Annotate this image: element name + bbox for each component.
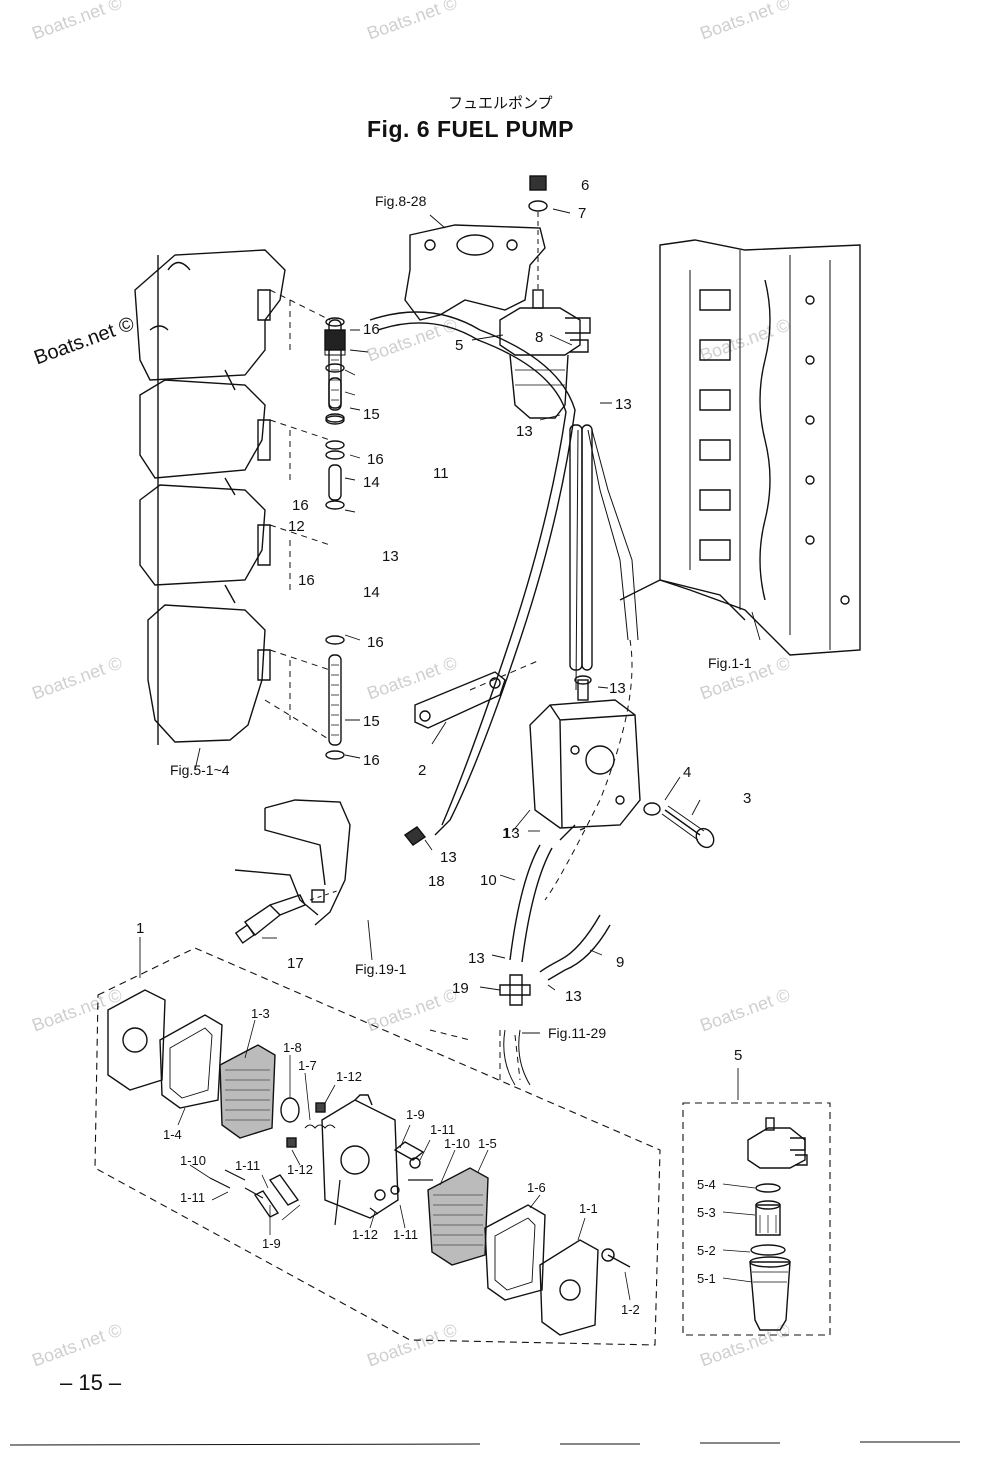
- bracket-drawing: [404, 224, 546, 321]
- filter-inset-parts: [747, 1117, 808, 1331]
- pump-bracket-drawing: [414, 671, 506, 729]
- part-1-11: 1-11: [430, 1122, 455, 1137]
- callout-13: 13: [609, 680, 626, 697]
- part-1-11: 1-11: [235, 1158, 260, 1173]
- callout-17: 17: [287, 955, 304, 972]
- bolt-drawing: [643, 802, 715, 849]
- callout-16: 16: [298, 572, 315, 589]
- callout-13: 13: [382, 548, 399, 565]
- part-5-2: 5-2: [697, 1243, 716, 1258]
- callout-5: 5: [455, 337, 463, 354]
- callout-16: 16: [363, 321, 380, 338]
- fuel-pump-drawing: [529, 675, 641, 841]
- ref-fig19-1: Fig.19-1: [355, 961, 407, 977]
- callout-16: 16: [363, 752, 380, 769]
- callout-12: 12: [288, 518, 305, 535]
- part-1-11: 1-11: [393, 1227, 418, 1242]
- part-1-12: 1-12: [287, 1162, 313, 1177]
- part-1-12: 1-12: [336, 1069, 362, 1084]
- part-1-8: 1-8: [283, 1040, 302, 1055]
- part-1-7: 1-7: [298, 1058, 317, 1073]
- ref-fig11-29: Fig.11-29: [548, 1025, 606, 1041]
- part-1-10: 1-10: [444, 1136, 470, 1151]
- callout-16: 16: [367, 634, 384, 651]
- part-1-2: 1-2: [621, 1302, 640, 1317]
- callout-13: 13: [440, 849, 457, 866]
- callout-13: 13: [468, 950, 485, 967]
- title-japanese: フュエルポンプ: [448, 94, 553, 112]
- part-1-6: 1-6: [527, 1180, 546, 1195]
- part-1-4: 1-4: [163, 1127, 182, 1142]
- part-1-5: 1-5: [478, 1136, 497, 1151]
- part-5-1: 5-1: [697, 1271, 716, 1286]
- callout-13: 13: [615, 396, 632, 413]
- part-1-11: 1-11: [180, 1190, 205, 1205]
- page-number: – 15 –: [60, 1370, 122, 1395]
- part-1-10: 1-10: [180, 1153, 206, 1168]
- part-5-4: 5-4: [697, 1177, 716, 1192]
- callout-4: 4: [683, 764, 691, 781]
- callout-16: 16: [367, 451, 384, 468]
- callout-15: 15: [363, 713, 380, 730]
- callout-13: 13: [503, 825, 520, 842]
- exploded-group-label: 1: [136, 920, 144, 937]
- part-5-3: 5-3: [697, 1205, 716, 1220]
- callout-18: 18: [428, 873, 445, 890]
- callout-6: 6: [581, 177, 589, 194]
- callout-7: 7: [578, 205, 586, 222]
- fuel-hose-drawing: [369, 311, 639, 836]
- callout-3: 3: [743, 790, 751, 807]
- ref-fig5-1-4: Fig.5-1~4: [170, 762, 230, 778]
- exploded-pump-parts: [107, 989, 631, 1336]
- part-1-9: 1-9: [406, 1107, 425, 1122]
- callout-2: 2: [418, 762, 426, 779]
- callout-15: 15: [363, 406, 380, 423]
- exploded-view-frame: [94, 947, 661, 1346]
- lower-housing-drawing: [234, 799, 351, 926]
- callout-1: 1: [502, 825, 510, 842]
- callout-16: 16: [292, 497, 309, 514]
- joint-drawing: [499, 974, 531, 1006]
- filter-inset-frame: [682, 1102, 831, 1336]
- callout-8: 8: [535, 329, 543, 346]
- callout-14: 14: [363, 474, 380, 491]
- part-1-1: 1-1: [579, 1201, 598, 1216]
- vapor-hose-assembly: [324, 317, 346, 760]
- callout-13: 13: [516, 423, 533, 440]
- filter-group-label: 5: [734, 1047, 742, 1064]
- page-title: Fig. 6 FUEL PUMP: [367, 116, 574, 142]
- part-1-12: 1-12: [352, 1227, 378, 1242]
- callout-13: 13: [565, 988, 582, 1005]
- part-1-9: 1-9: [262, 1236, 281, 1251]
- callout-10: 10: [480, 872, 497, 889]
- hose-9-drawing: [539, 914, 611, 981]
- callout-9: 9: [616, 954, 624, 971]
- part-1-3: 1-3: [251, 1006, 270, 1021]
- cylinder-block-drawing: [134, 249, 286, 745]
- callout-11: 11: [433, 465, 449, 482]
- callout-19: 19: [452, 980, 469, 997]
- fuel-filter-drawing: [499, 175, 591, 419]
- callout-14: 14: [363, 584, 380, 601]
- sensor-drawing: [234, 889, 341, 944]
- ref-fig1-1: Fig.1-1: [708, 655, 752, 671]
- engine-block-drawing: [619, 239, 861, 656]
- ref-fig8-28: Fig.8-28: [375, 193, 427, 209]
- hose-10-drawing: [509, 844, 553, 963]
